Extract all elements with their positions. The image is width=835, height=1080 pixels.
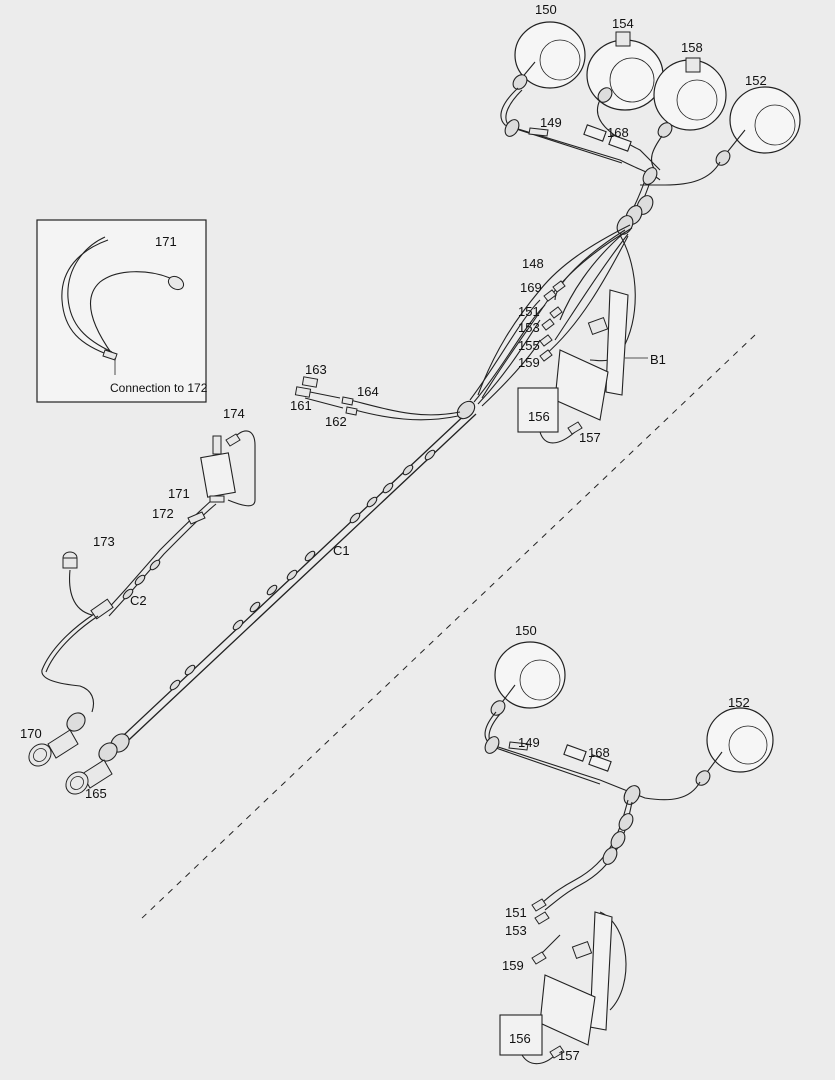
harness-c1-clips [169,449,436,691]
label-upper-152: 152 [745,73,767,88]
label-upper-161: 161 [290,398,312,413]
upper-lamp-152 [715,86,801,166]
label-165: 165 [85,786,107,801]
label-upper-156: 156 [528,409,550,424]
label-lower-150: 150 [515,623,537,638]
harness-c2: C2 [28,499,217,767]
label-upper-163: 163 [305,362,327,377]
label-upper-169: 169 [520,280,542,295]
label-173: 173 [93,534,115,549]
left-labels: 174 171 172 173 170 165 [20,406,245,801]
inset-caption: Connection to 172 [110,381,208,395]
harness-c1: C1 [65,400,477,795]
label-upper-158: 158 [681,40,703,55]
label-upper-159: 159 [518,355,540,370]
label-upper-150: 150 [535,2,557,17]
plug-165 [65,759,113,795]
upper-bracket-b1: B1 [517,289,666,444]
label-upper-148: 148 [522,256,544,271]
label-lower-156: 156 [509,1031,531,1046]
label-lower-149: 149 [518,735,540,750]
upper-lamp-150 [512,21,586,90]
label-upper-154: 154 [612,16,634,31]
label-upper-162: 162 [325,414,347,429]
label-b1: B1 [650,352,666,367]
lower-lamp-150 [490,641,566,716]
label-c2: C2 [130,593,147,608]
label-upper-157: 157 [579,430,601,445]
label-upper-153: 153 [518,320,540,335]
label-lower-157: 157 [558,1048,580,1063]
label-170: 170 [20,726,42,741]
label-lower-151: 151 [505,905,527,920]
upper-wiring [294,87,721,421]
label-172: 172 [152,506,174,521]
label-upper-151: 151 [518,304,540,319]
label-174: 174 [223,406,245,421]
label-upper-168: 168 [607,125,629,140]
separator-line [139,334,756,921]
switch-174 [187,430,256,525]
upper-labels: 150 154 158 152 149 168 148 169 151 153 … [290,2,767,445]
inset-part-label: 171 [155,234,177,249]
lower-lamp-152 [695,707,774,786]
label-c1: C1 [333,543,350,558]
label-lower-153: 153 [505,923,527,938]
inset-panel: 171 Connection to 172 [36,219,208,403]
label-upper-155: 155 [518,338,540,353]
plug-170 [28,729,79,767]
label-upper-149: 149 [540,115,562,130]
label-upper-164: 164 [357,384,379,399]
upper-lamp-154 [586,31,664,111]
label-lower-159: 159 [502,958,524,973]
label-lower-168: 168 [588,745,610,760]
lower-labels: 150 152 149 168 151 153 159 156 157 [502,623,750,1063]
upper-lamp-158 [653,57,727,138]
label-171: 171 [168,486,190,501]
label-lower-152: 152 [728,695,750,710]
lower-bracket [499,911,613,1065]
lower-wiring [484,711,701,1011]
